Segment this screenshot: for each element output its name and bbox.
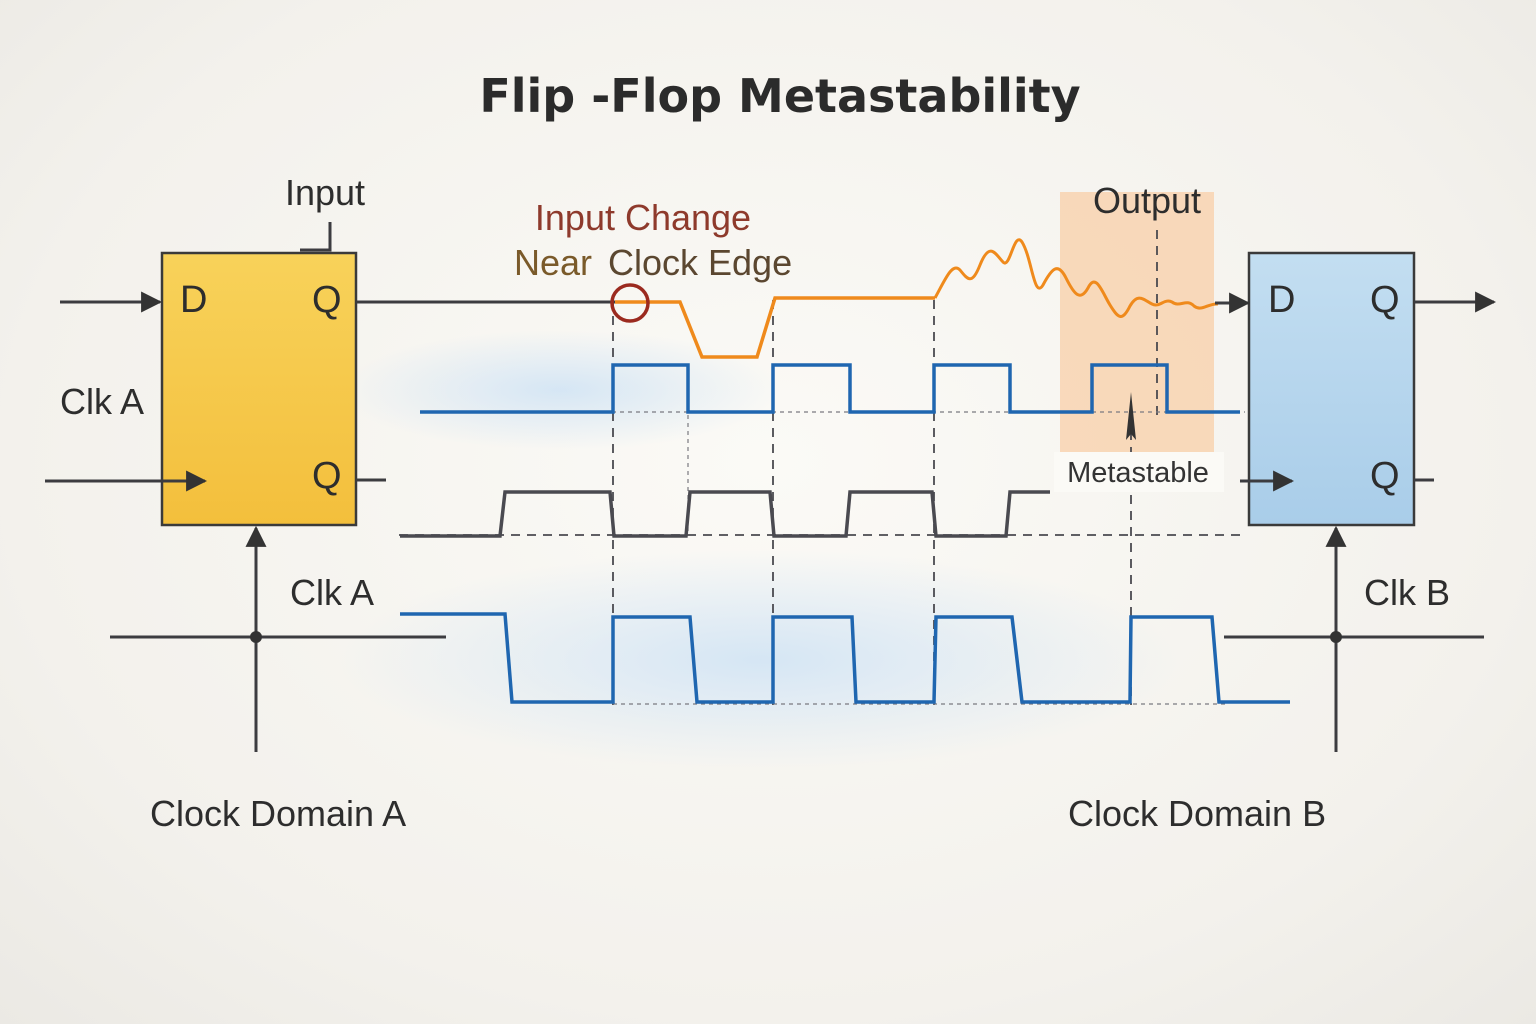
clk-b-label: Clk B: [1364, 572, 1450, 613]
diagram-title: Flip -Flop Metastability: [479, 69, 1080, 123]
clock-domain-a-label: Clock Domain A: [150, 793, 406, 834]
ff-a-pin-qbar: Q: [312, 455, 342, 497]
clock-domain-b-label: Clock Domain B: [1068, 793, 1326, 834]
ff-a-pin-q: Q: [312, 279, 342, 321]
input-change-label-clock-edge: Clock Edge: [608, 242, 792, 283]
input-stub: [300, 222, 332, 252]
clk-a-mid-label: Clk A: [290, 572, 374, 613]
output-label: Output: [1093, 180, 1201, 221]
clk-a-left-label: Clk A: [60, 381, 144, 422]
ff-b-pin-qbar: Q: [1370, 455, 1400, 497]
glow-lower: [340, 550, 1180, 770]
ff-a-pin-d: D: [180, 279, 207, 321]
input-change-label-near: Near: [514, 242, 592, 283]
input-change-label-line1: Input Change: [535, 197, 751, 238]
ff-b-pin-d: D: [1268, 279, 1295, 321]
clock-wave-lower: [400, 612, 1290, 704]
metastable-label: Metastable: [1067, 457, 1209, 489]
clock-a-junction: [250, 631, 262, 643]
glow-upper: [340, 330, 780, 450]
clock-b-junction: [1330, 631, 1342, 643]
metastable-pointer-icon: [1126, 392, 1136, 440]
metastable-oscillation: [933, 238, 1219, 318]
input-label: Input: [285, 172, 365, 213]
clock-edge-circle-icon: [610, 283, 650, 323]
data-signal-orange: [615, 296, 935, 359]
metastable-label-bg: [1054, 452, 1224, 492]
ff-b-pin-q: Q: [1370, 279, 1400, 321]
metastable-highlight-region: [1060, 192, 1214, 460]
clock-wave-upper: [420, 363, 1240, 414]
clock-wave-middle: [400, 490, 1050, 538]
